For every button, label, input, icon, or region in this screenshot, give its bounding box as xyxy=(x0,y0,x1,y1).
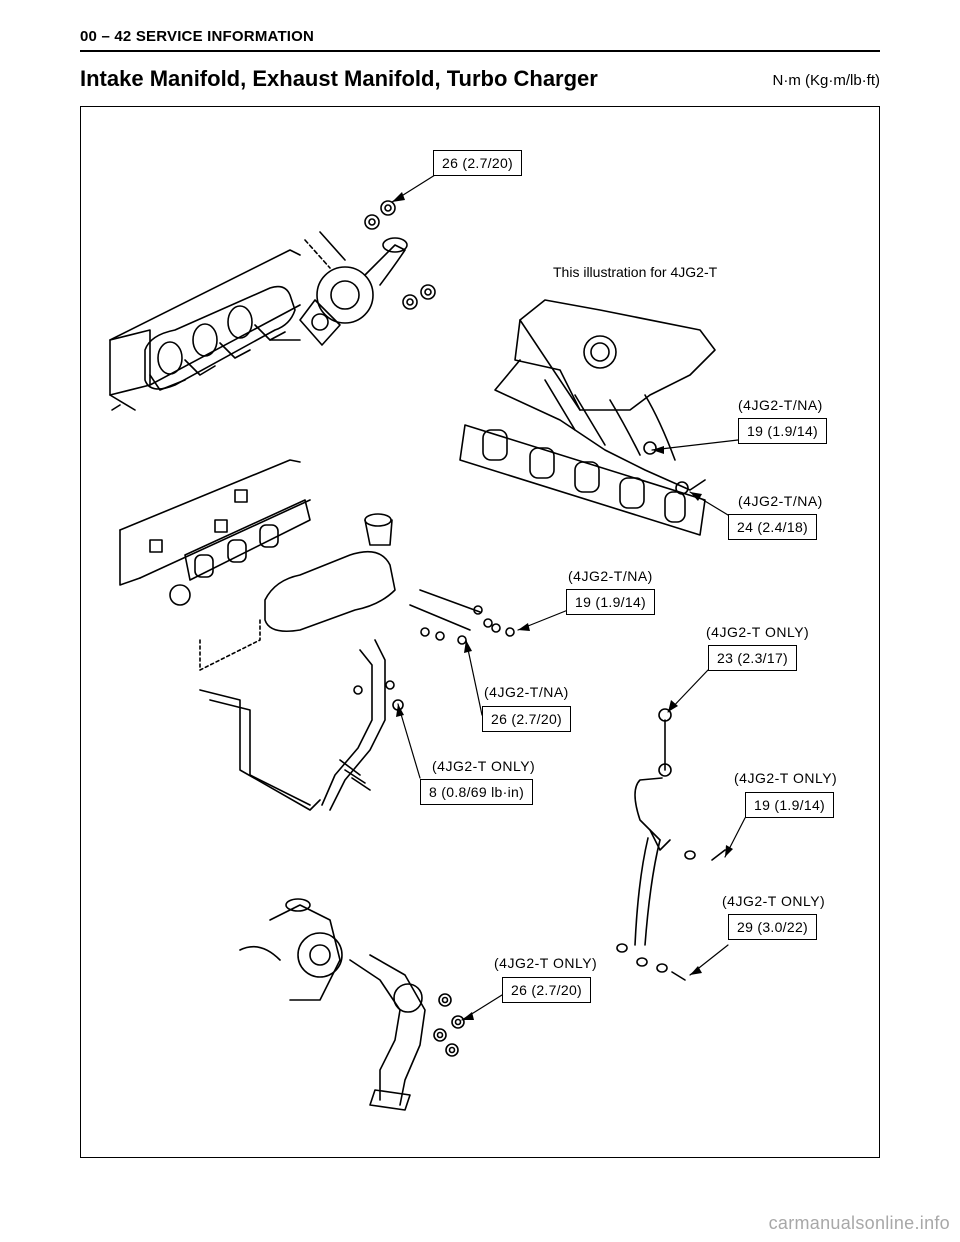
callout-label-variant: (4JG2-T/NA) xyxy=(484,684,569,700)
callout-box-torque: 29 (3.0/22) xyxy=(728,914,818,940)
callout-box-torque: 26 (2.7/20) xyxy=(433,150,523,176)
callout-box-torque: 26 (2.7/20) xyxy=(482,706,572,732)
callout-label-variant: (4JG2-T/NA) xyxy=(738,493,823,509)
callout-label-variant: (4JG2-T/NA) xyxy=(738,397,823,413)
callout-label-variant: (4JG2-T ONLY) xyxy=(722,893,826,909)
callout-label-variant: (4JG2-T/NA) xyxy=(568,568,653,584)
callout-box-torque: 19 (1.9/14) xyxy=(745,792,835,818)
callout-box-torque: 19 (1.9/14) xyxy=(738,418,828,444)
watermark: carmanualsonline.info xyxy=(768,1213,950,1233)
oil-feed-pipe xyxy=(616,708,726,981)
exhaust-manifold-middle xyxy=(119,459,515,811)
exhaust-manifold-turbo-top xyxy=(109,200,436,411)
turbo-down-pipe xyxy=(239,898,465,1111)
callout-label-variant: (4JG2-T ONLY) xyxy=(432,758,536,774)
callout-box-torque: 24 (2.4/18) xyxy=(728,514,818,540)
illustration-note: This illustration for 4JG2-T xyxy=(553,264,718,280)
callout-box-torque: 23 (2.3/17) xyxy=(708,645,798,671)
callout-label-variant: (4JG2-T ONLY) xyxy=(706,624,810,640)
header-rule xyxy=(80,50,880,52)
callout-label-variant: (4JG2-T ONLY) xyxy=(734,770,838,786)
intake-manifold xyxy=(459,299,716,536)
callout-label-variant: (4JG2-T ONLY) xyxy=(494,955,598,971)
section-header: 00 – 42 SERVICE INFORMATION xyxy=(80,28,315,45)
callout-box-torque: 8 (0.8/69 lb·in) xyxy=(420,779,534,805)
leader-arrowheads xyxy=(392,192,733,1020)
torque-units: N·m (Kg·m/lb·ft) xyxy=(772,72,881,89)
callout-box-torque: 26 (2.7/20) xyxy=(502,977,592,1003)
callout-box-torque: 19 (1.9/14) xyxy=(566,589,656,615)
page-title: Intake Manifold, Exhaust Manifold, Turbo… xyxy=(80,66,598,91)
illustration-frame xyxy=(80,106,880,1158)
